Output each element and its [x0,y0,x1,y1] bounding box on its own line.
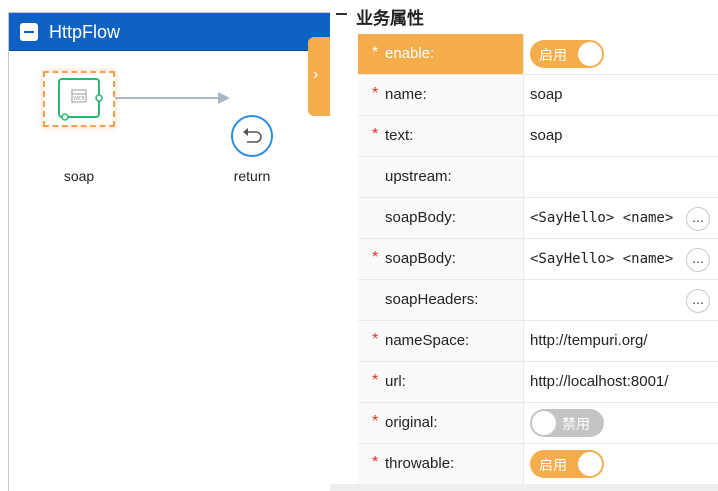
property-label: soapHeaders: [385,291,479,308]
collapse-section-icon[interactable] [336,13,347,15]
property-label: nameSpace: [385,332,470,349]
required-asterisk: * [372,454,379,471]
property-row: * soapBody: <SayHello> <name>... [358,239,718,280]
toggle-switch-text: 启用 [539,47,567,63]
toggle-knob [578,42,602,66]
property-label-cell: * soapBody: [358,239,524,279]
required-asterisk: * [372,85,379,102]
property-label: soapBody: [385,209,456,226]
toggle-switch-text: 启用 [539,457,567,473]
more-options-button[interactable]: ... [686,248,710,272]
property-label: name: [385,86,427,103]
required-asterisk: * [372,372,379,389]
property-row: * text: soap [358,116,718,157]
toggle-switch[interactable]: 启用 [530,450,604,478]
property-label: original: [385,414,438,431]
section-title: 业务属性 [356,9,424,28]
property-value-field[interactable]: soap [530,86,563,103]
required-asterisk: * [372,249,379,266]
property-label: text: [385,127,414,144]
more-options-button[interactable]: ... [686,289,710,313]
property-label-cell: * enable: [358,34,524,74]
flow-canvas[interactable]: WEB soap return [9,51,330,491]
property-label-cell: * throwable: [358,444,524,484]
toggle-switch[interactable]: 禁用 [530,409,604,437]
required-asterisk: * [372,413,379,430]
property-row: * url: http://localhost:8001/ [358,362,718,403]
required-asterisk: * [372,126,379,143]
svg-text:WEB: WEB [73,96,85,102]
collapse-flow-button[interactable] [20,23,38,41]
soap-node-label: soap [63,168,95,184]
minus-icon [24,31,34,33]
property-label-cell: * nameSpace: [358,321,524,361]
property-table: * enable: 启用 * name: soap * text: soap upstream: s… [358,34,718,485]
property-value-field[interactable]: <SayHello> <name> [530,210,674,226]
property-row: upstream: [358,157,718,198]
flow-title: HttpFlow [49,22,121,42]
toggle-switch[interactable]: 启用 [530,40,604,68]
property-row: * enable: 启用 [358,34,718,75]
chevron-right-icon: › [313,66,319,83]
section-header: 业务属性 [330,0,718,30]
toggle-switch-text: 禁用 [562,416,590,432]
property-label-cell: soapHeaders: [358,280,524,320]
required-asterisk: * [372,44,379,61]
property-row: * nameSpace: http://tempuri.org/ [358,321,718,362]
property-value-field[interactable]: http://localhost:8001/ [530,373,669,390]
property-row: * original: 禁用 [358,403,718,444]
property-row: soapHeaders:... [358,280,718,321]
web-service-icon: WEB [58,78,103,121]
property-label-cell: * url: [358,362,524,402]
connector-arrowhead [218,92,230,104]
property-label-cell: * original: [358,403,524,443]
property-value-field[interactable]: <SayHello> <name> [530,251,674,267]
property-label-cell: soapBody: [358,198,524,238]
property-label: url: [385,373,406,390]
expand-panel-tab[interactable]: › [308,37,330,116]
property-label: soapBody: [385,250,456,267]
soap-node[interactable]: WEB [43,71,115,127]
return-node-label: return [233,168,271,184]
return-icon [231,115,273,157]
properties-panel: 业务属性 * enable: 启用 * name: soap * text: soap upstr… [330,0,718,491]
required-asterisk: * [372,331,379,348]
property-value-field[interactable]: http://tempuri.org/ [530,332,648,349]
flow-header: HttpFlow [9,13,330,51]
property-label-cell: * name: [358,75,524,115]
property-label: enable: [385,45,435,62]
property-value-field[interactable]: soap [530,127,563,144]
property-label-cell: * text: [358,116,524,156]
property-label-cell: upstream: [358,157,524,197]
panel-bottom-strip [330,484,718,491]
property-row: * throwable: 启用 [358,444,718,485]
property-label: throwable: [385,455,455,472]
more-options-button[interactable]: ... [686,207,710,231]
toggle-knob [578,452,602,476]
flow-panel: HttpFlow WEB soap return [8,12,330,491]
return-node[interactable] [229,113,275,159]
property-row: soapBody: <SayHello> <name>... [358,198,718,239]
toggle-knob [532,411,556,435]
property-label: upstream: [385,168,452,185]
property-row: * name: soap [358,75,718,116]
